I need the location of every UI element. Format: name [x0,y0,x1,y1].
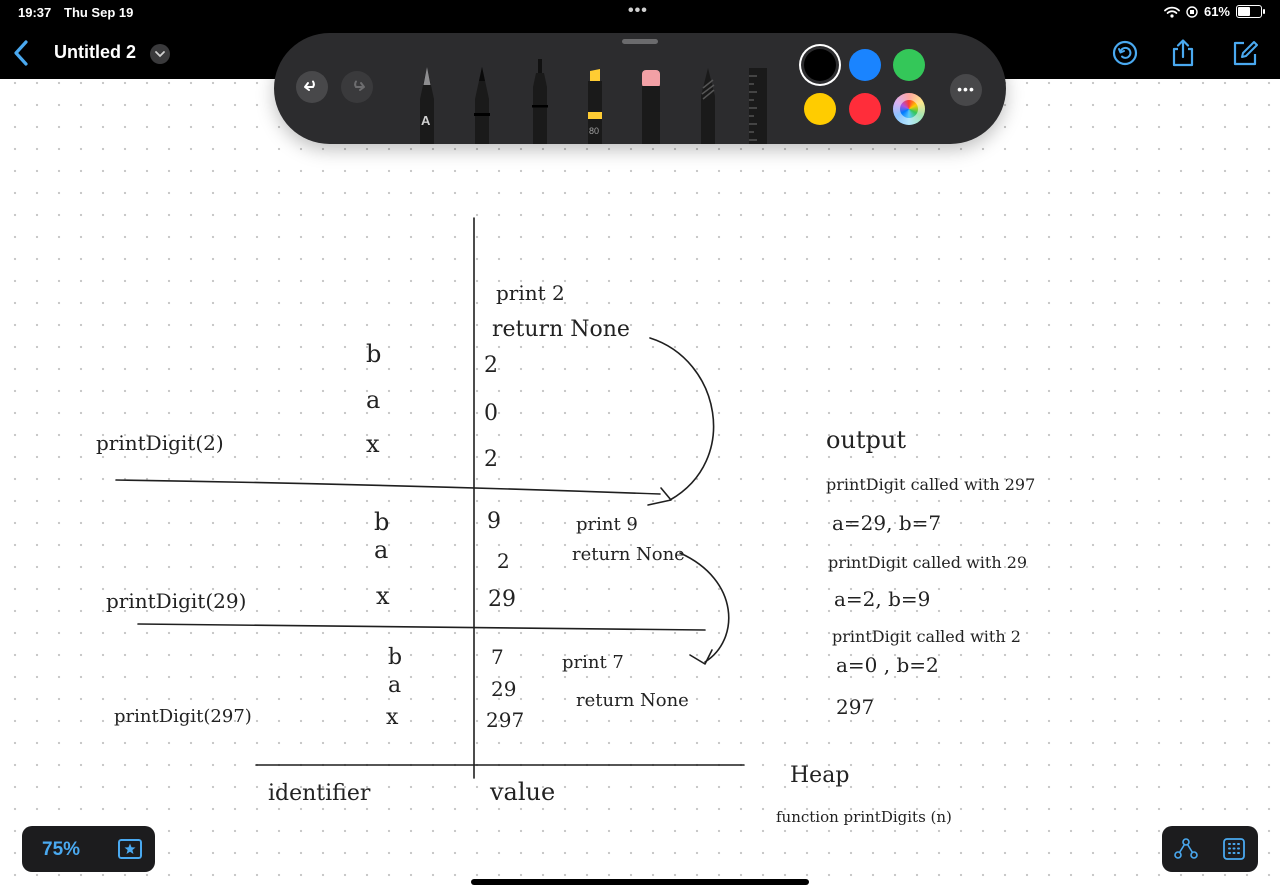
wifi-icon [1164,6,1180,18]
value-cell: 297 [486,708,524,732]
frame-label: printDigit(2) [96,431,224,455]
back-chevron-icon[interactable] [10,38,34,68]
multitasking-dots-icon[interactable]: ••• [628,2,648,19]
value-cell: 9 [487,509,501,534]
identifier-b: b [388,645,402,670]
grid-view-icon[interactable] [1222,837,1246,861]
monoline-pen-tool[interactable]: A [412,63,442,144]
color-swatch-green[interactable] [893,49,925,81]
value-cell: 2 [484,447,498,472]
frame-note: print 9 [576,514,638,535]
redo-icon [354,80,365,91]
value-cell: 7 [491,645,504,669]
highlighter-size: 80 [589,126,599,136]
return-arrow [679,552,730,663]
identifier-a: a [374,536,388,564]
favorite-star-icon[interactable] [118,839,142,859]
status-bar: 19:37 Thu Sep 19 ••• 61% [0,0,1280,26]
zoom-level[interactable]: 75% [42,839,81,860]
undo-icon [304,80,315,91]
lasso-tool[interactable] [693,66,723,144]
arrowhead [647,487,672,506]
shapes-connector-icon[interactable] [1174,838,1198,860]
identifier-a: a [388,673,401,698]
document-title[interactable]: Untitled 2 [54,42,137,62]
zoom-panel: 75% [22,826,155,872]
toolbar-grabber[interactable] [622,39,658,44]
frame-note: return None [492,317,630,342]
output-line: printDigit called with 297 [826,475,1035,494]
value-cell: 29 [488,587,516,612]
value-cell: 2 [484,353,498,378]
status-right: 61% [1164,4,1265,19]
more-options-icon[interactable]: ••• [950,74,982,106]
arrowhead [689,649,713,665]
value-cell: 0 [484,401,498,426]
frame-note: return None [576,690,689,711]
identifier-a: a [366,386,380,414]
share-icon[interactable] [1168,38,1198,68]
identifier-x: x [386,705,399,730]
identifier-x: x [366,430,380,458]
output-line: printDigit called with 29 [828,553,1027,572]
ruler-tool[interactable] [745,68,771,144]
output-line: printDigit called with 2 [832,627,1021,646]
revert-history-icon[interactable] [1110,38,1140,68]
eraser-tool[interactable] [636,68,666,144]
color-swatch-red[interactable] [849,93,881,125]
output-line: a=2, b=9 [834,587,930,611]
frame-note: print 2 [496,281,565,305]
frame-label: printDigit(29) [106,589,246,613]
orientation-lock-icon [1186,5,1198,18]
frame-note: return None [572,544,685,565]
markup-toolbar: A 80 ••• [274,33,1006,144]
monoline-letter: A [421,113,431,128]
frame-label: printDigit(297) [114,706,252,727]
color-swatch-black[interactable] [804,49,836,81]
bottom-right-panel [1162,826,1258,872]
identifier-b: b [374,508,389,536]
column-divider [472,217,475,779]
compose-icon[interactable] [1230,38,1260,68]
chevron-down-icon[interactable] [150,44,170,64]
value-cell: 29 [491,677,516,701]
identifier-x: x [376,582,390,610]
heap-entry: function printDigits (n) [776,808,952,826]
home-indicator [471,879,809,885]
color-swatch-yellow[interactable] [804,93,836,125]
status-date: Thu Sep 19 [64,5,134,20]
battery-percent: 61% [1203,4,1230,19]
frame-separator-line [137,623,706,631]
return-arrow [649,337,715,501]
frame-separator-line [115,479,661,495]
color-swatch-blue[interactable] [849,49,881,81]
fineliner-tool[interactable] [525,57,555,144]
color-picker-multicolor[interactable] [893,93,925,125]
output-line: 297 [836,695,874,719]
redo-button[interactable] [341,71,373,103]
battery-level [1238,7,1250,16]
value-cell: 2 [497,549,510,573]
pen-tool[interactable] [467,63,497,144]
value-column-label: value [489,778,555,806]
output-title: output [826,426,906,454]
output-line: a=0 , b=2 [836,653,939,677]
highlighter-tool[interactable]: 80 [580,67,610,144]
navigation-bar: Untitled 2 [0,32,1280,76]
status-time: 19:37 [18,5,52,20]
undo-button[interactable] [296,71,328,103]
battery-icon [1236,5,1265,18]
frame-note: print 7 [562,652,624,673]
heap-title: Heap [790,763,849,788]
output-line: a=29, b=7 [832,511,941,535]
identifier-column-label: identifier [268,781,371,806]
identifier-b: b [366,340,381,368]
